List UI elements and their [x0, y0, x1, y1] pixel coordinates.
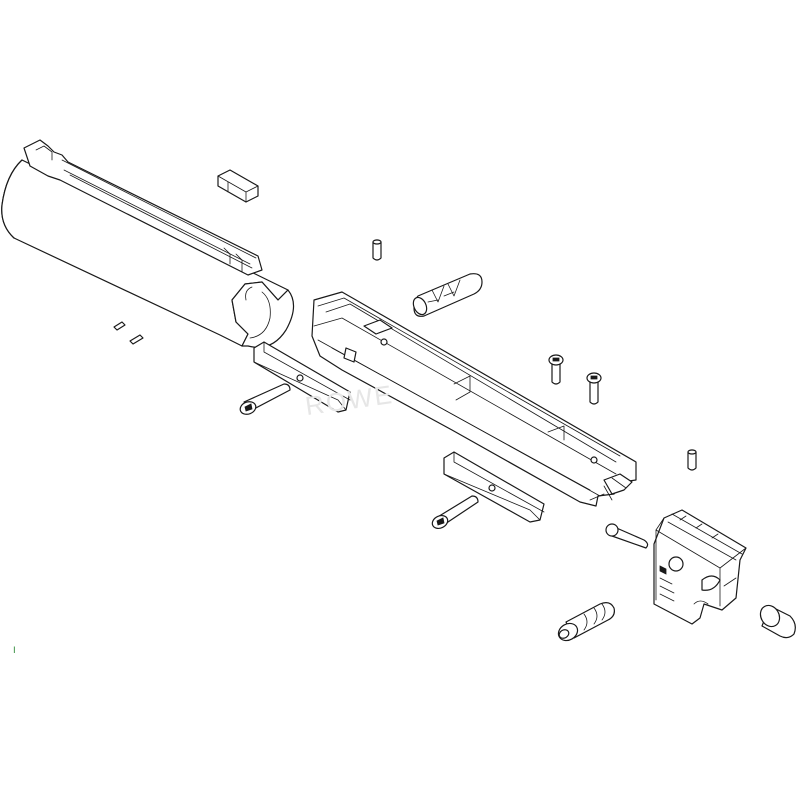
bolt-left — [239, 383, 291, 415]
small-block-top — [217, 169, 259, 203]
rail-section-center — [311, 291, 637, 507]
tube-barrel-shroud — [1, 139, 295, 348]
corner-mark: I — [13, 646, 16, 656]
pin-right — [687, 449, 697, 471]
pin-top-center — [372, 239, 382, 261]
end-cap-cylinder — [759, 604, 796, 639]
rail-section-end — [653, 509, 747, 625]
pin-short-right — [605, 523, 649, 549]
knurled-pin-center — [412, 273, 483, 317]
spring-plunger — [557, 602, 615, 642]
wedge-bar-lower — [443, 451, 545, 523]
pin-pair-left — [113, 321, 144, 345]
screw-short-b — [586, 372, 602, 405]
screw-short-a — [548, 354, 564, 385]
wedge-bar-upper — [253, 341, 351, 413]
bolt-lower — [431, 495, 479, 530]
